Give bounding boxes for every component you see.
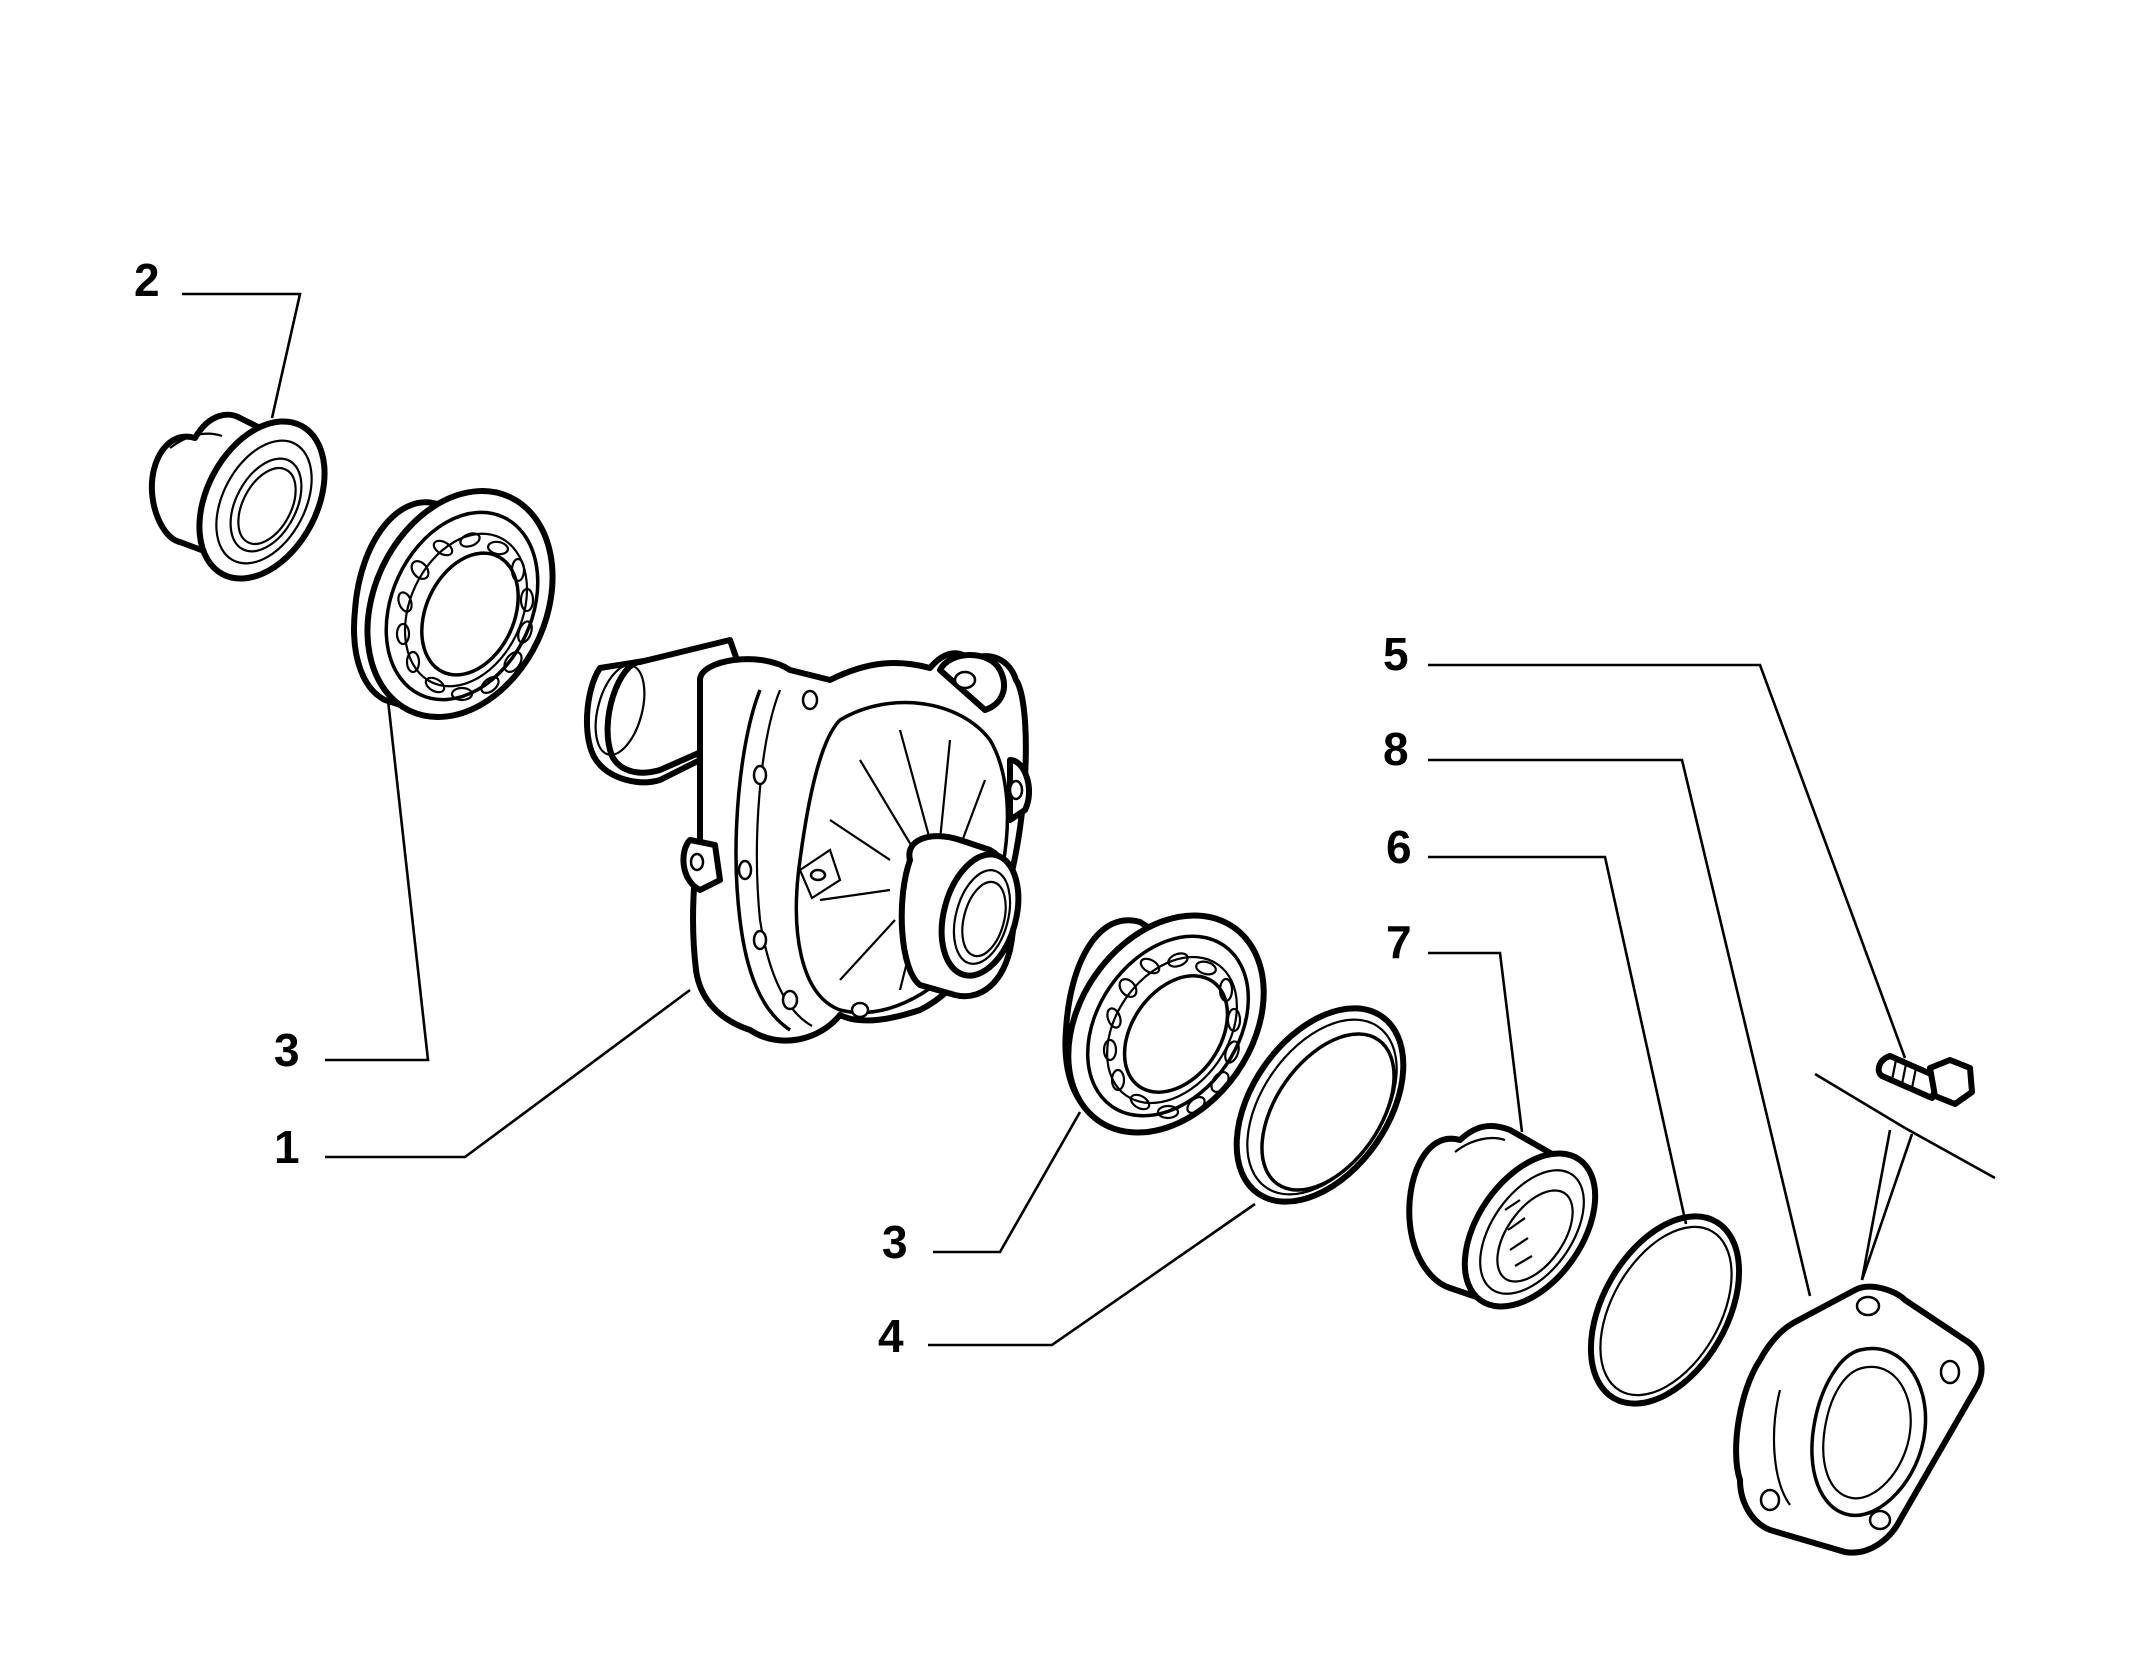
callout-1: 1 — [274, 1121, 300, 1173]
part-3-roller-bearing-lower — [1062, 912, 1267, 1136]
callout-3-upper: 3 — [274, 1024, 300, 1076]
leader-3b — [933, 1111, 1082, 1254]
callout-7: 7 — [1386, 916, 1412, 968]
callout-6: 6 — [1386, 821, 1412, 873]
callout-4: 4 — [878, 1310, 904, 1362]
part-6-gasket — [1587, 1213, 1743, 1407]
part-7-bushing — [1406, 1122, 1599, 1310]
part-1-differential-housing — [583, 637, 1032, 1044]
callout-labels: 2 3 1 3 4 5 8 6 7 — [134, 254, 1412, 1362]
leader-7 — [1428, 951, 1524, 1133]
leader-4 — [928, 1202, 1256, 1347]
leader-lines — [182, 292, 1907, 1347]
callout-5: 5 — [1383, 628, 1409, 680]
bolt-alignment-lines — [1814, 1072, 1996, 1281]
callout-8: 8 — [1383, 723, 1409, 775]
part-3-roller-bearing-upper — [351, 488, 556, 720]
leader-8 — [1428, 758, 1812, 1297]
part-8-flanged-cover — [1733, 1283, 1985, 1556]
part-4-seal-ring — [1233, 1005, 1407, 1205]
leader-5 — [1428, 663, 1907, 1059]
leader-1 — [325, 988, 691, 1159]
leader-3a — [325, 699, 430, 1062]
leader-2 — [182, 292, 302, 419]
callout-3-lower: 3 — [882, 1216, 908, 1268]
part-5-bolt — [1875, 1053, 1975, 1107]
callout-2: 2 — [134, 254, 160, 306]
leader-6 — [1428, 855, 1688, 1225]
part-2-bushing — [148, 411, 328, 582]
